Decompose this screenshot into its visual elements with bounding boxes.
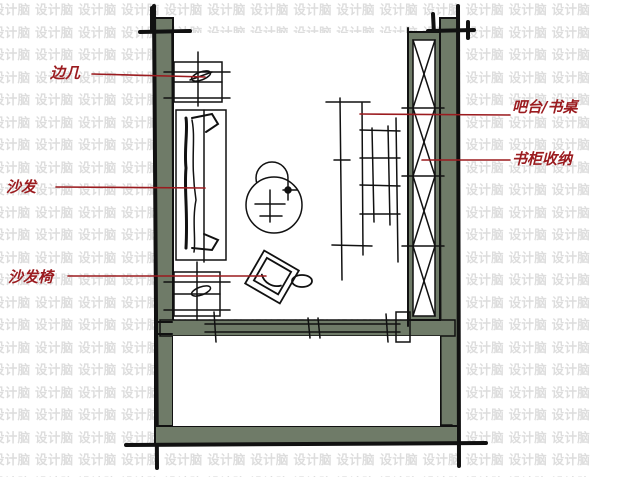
label-sofa: 沙发 — [6, 178, 37, 196]
wall-bottom — [124, 424, 488, 447]
armchair — [243, 249, 313, 305]
label-bookcase: 书柜收纳 — [512, 150, 573, 168]
door-tracks — [204, 311, 411, 343]
bookcase-storage — [401, 27, 445, 327]
bar-desk — [325, 97, 401, 281]
annotation-leaders — [55, 73, 511, 277]
sofa — [175, 109, 227, 263]
label-side-table: 边几 — [50, 64, 81, 82]
label-armchair: 沙发椅 — [8, 268, 54, 286]
wall-right — [439, 4, 461, 468]
side-table-bottom — [163, 261, 231, 321]
side-table-top — [163, 51, 231, 107]
round-table — [245, 161, 303, 234]
label-bar-desk: 吧台/书桌 — [512, 98, 578, 116]
corner-ticks — [138, 6, 476, 40]
